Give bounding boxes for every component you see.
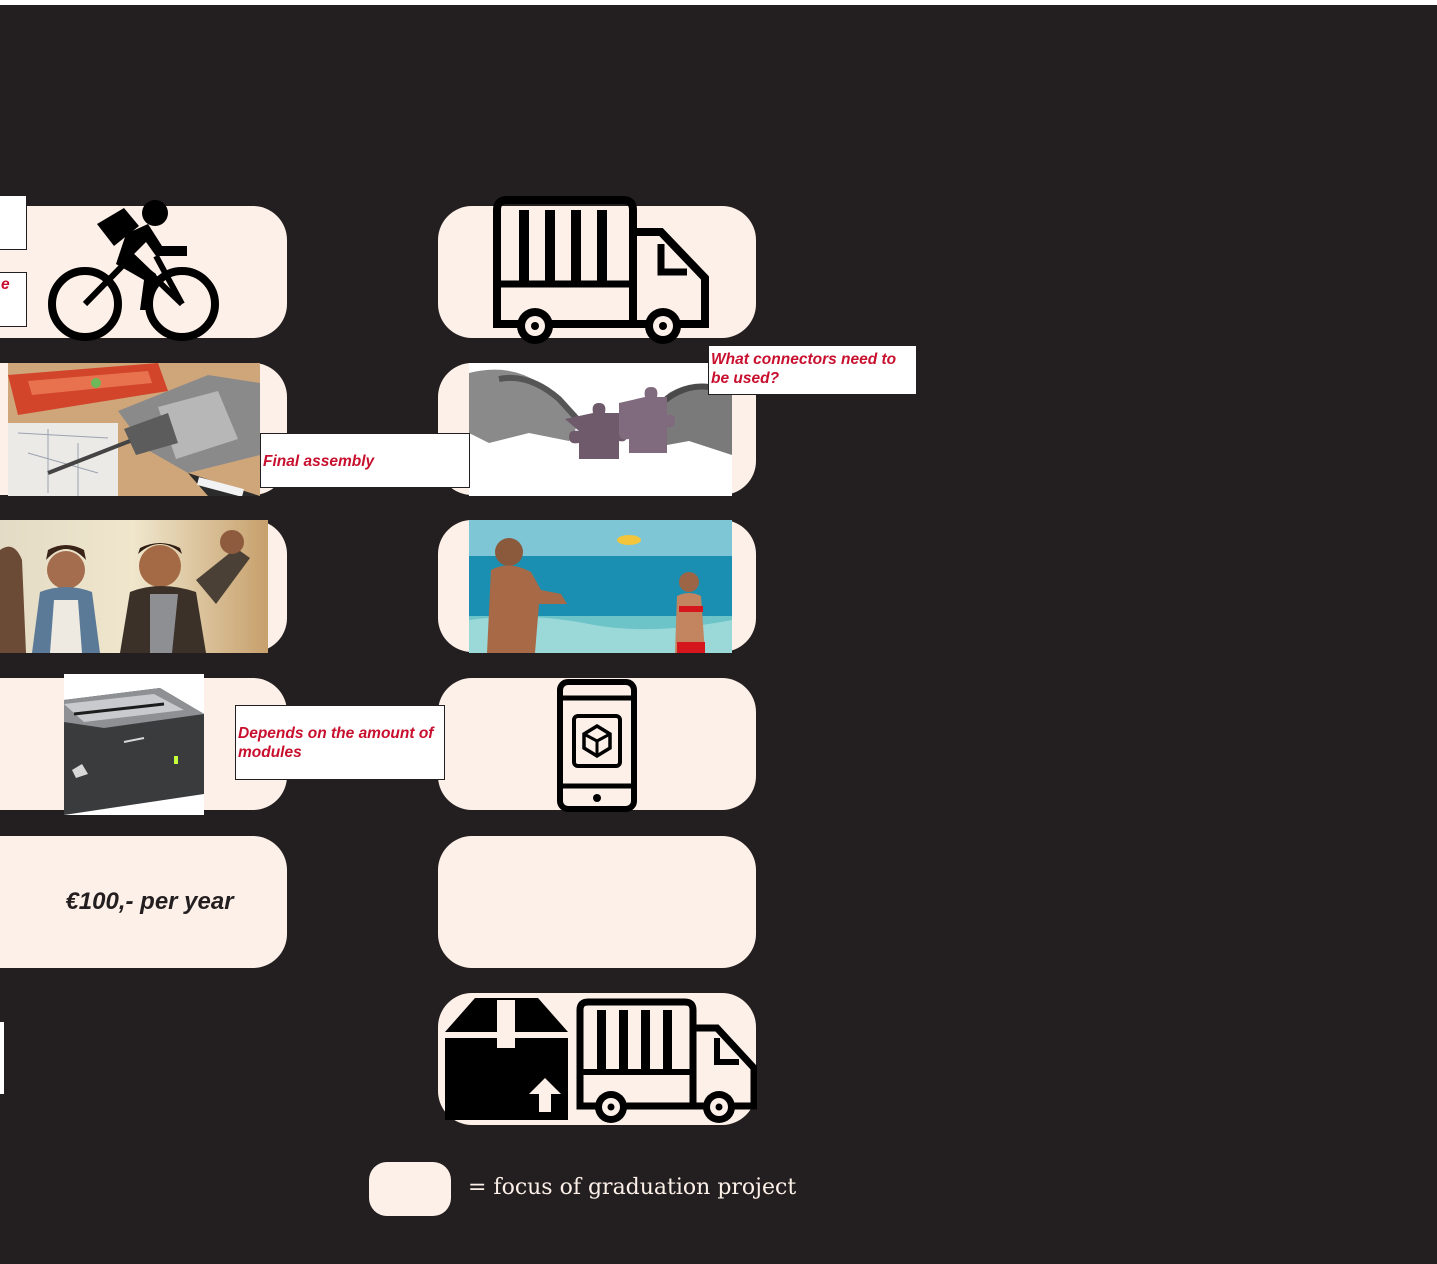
legend-swatch: [369, 1162, 451, 1216]
box-upload-icon: [445, 998, 568, 1120]
puzzle-hands-photo: [469, 363, 732, 496]
note-modules: Depends on the amount of modules: [235, 705, 445, 780]
truck-icon: [491, 196, 711, 348]
legend-text: = focus of graduation project: [468, 1175, 796, 1200]
note-fragment-text: e: [1, 276, 10, 293]
cyclist-icon: [44, 194, 226, 346]
price-label: €100,- per year: [0, 836, 287, 968]
note-connectors-text: What connectors need to be used?: [711, 351, 896, 387]
note-final-assembly: Final assembly: [260, 433, 470, 488]
note-modules-text: Depends on the amount of modules: [238, 725, 433, 761]
device-photo: [64, 674, 204, 815]
drill-photo: [8, 363, 260, 496]
smartphone-ar-icon: [556, 678, 638, 813]
friends-photo: [0, 520, 268, 653]
diagram-canvas: e: [0, 5, 1437, 1264]
white-bar: [0, 1022, 4, 1094]
note-fragment-top: [0, 195, 27, 250]
note-connectors: What connectors need to be used?: [708, 345, 917, 395]
note-fragment-lower: e: [0, 272, 27, 327]
note-final-assembly-text: Final assembly: [263, 453, 374, 470]
beach-photo: [469, 520, 732, 653]
pill-right-5: [438, 836, 756, 968]
delivery-truck-icon: [575, 998, 757, 1128]
